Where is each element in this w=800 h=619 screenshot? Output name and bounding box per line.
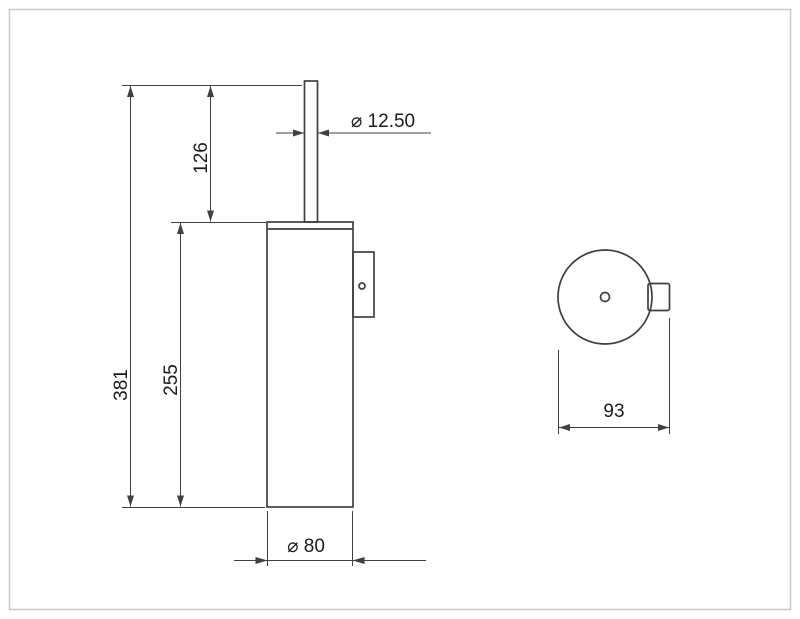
- arrowhead-body-dia-left: [255, 557, 268, 564]
- wall-bracket: [352, 251, 375, 318]
- top-view: [557, 249, 671, 345]
- canister-outline-circle: [557, 249, 653, 345]
- dim-body-diameter-label: ⌀ 80: [287, 536, 325, 557]
- front-view: [266, 80, 375, 508]
- dim-depth-label: 93: [603, 401, 624, 422]
- top-bracket-tab: [647, 282, 671, 312]
- drawing-border: [8, 8, 792, 611]
- dim-body-height-label: 255: [161, 364, 182, 396]
- center-hole: [599, 291, 611, 303]
- dim-handle-length-label: 126: [191, 142, 212, 174]
- bracket-screw-hole: [358, 282, 366, 290]
- arrowhead-body-dia-right: [352, 557, 365, 564]
- top-view-dimensions: 93: [558, 318, 670, 434]
- handle-rod: [303, 80, 319, 223]
- dim-handle-diameter-label: ⌀ 12.50: [351, 111, 415, 132]
- dim-total-height-label: 381: [111, 369, 132, 401]
- front-view-dimensions: 381 126 255 ⌀ 12.50 ⌀ 80: [111, 85, 431, 566]
- canister-body: [266, 221, 354, 508]
